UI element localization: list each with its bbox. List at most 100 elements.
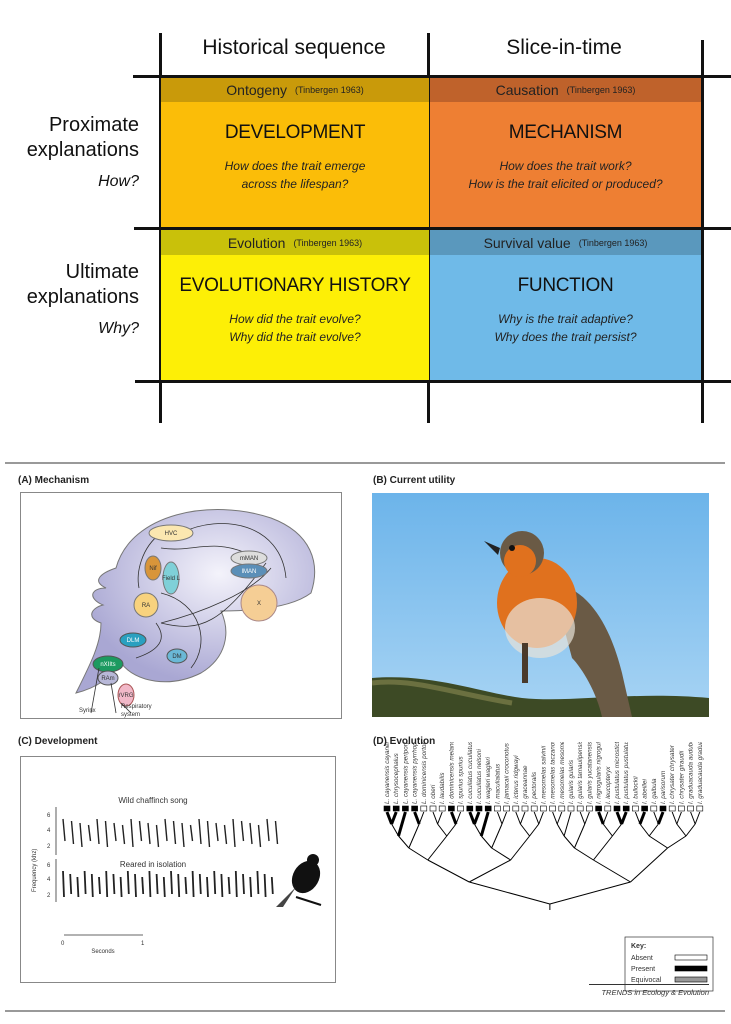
credit-label: TRENDS in Ecology & Evolution xyxy=(589,984,709,997)
legend-swatch xyxy=(674,954,708,961)
robin-bird-image xyxy=(371,531,709,717)
trait-state-box xyxy=(659,805,667,812)
song-syllable xyxy=(170,870,173,895)
tree-branch xyxy=(690,811,696,825)
trait-state-box xyxy=(540,805,547,812)
song-syllable xyxy=(220,873,224,898)
cell-title: EVOLUTIONARY HISTORY xyxy=(179,275,411,296)
species-label: I. spurius spurius xyxy=(458,756,465,804)
tree-branch xyxy=(398,835,410,849)
trait-state-box xyxy=(650,805,658,812)
svg-text:RAm: RAm xyxy=(101,676,114,682)
tree-branch xyxy=(602,823,613,837)
species-label: I. cucullatus nelsoni xyxy=(476,748,483,804)
tree-branch xyxy=(432,811,439,825)
column-header-historical: Historical sequence xyxy=(202,36,386,59)
species-label: I. chrysater giraudii xyxy=(678,750,685,804)
species-label: I. bullockii xyxy=(632,776,639,804)
tree-branch xyxy=(408,823,420,849)
tree-branch xyxy=(639,823,650,837)
tree-branch xyxy=(515,811,521,825)
song-syllable xyxy=(213,870,217,895)
trait-state-box xyxy=(576,805,584,812)
song-syllable xyxy=(249,822,253,845)
svg-text:rVRG: rVRG xyxy=(119,693,134,699)
tree-branch xyxy=(397,811,407,837)
band-label: Causation xyxy=(495,81,559,98)
band-label: Survival value xyxy=(483,234,571,251)
species-label: L. dominicensis portoricensis xyxy=(421,742,428,804)
svg-text:0: 0 xyxy=(61,941,65,947)
species-label: L. cayanensis pyrrhopterus xyxy=(412,742,419,804)
song-syllable xyxy=(257,824,262,848)
cell-title: DEVELOPMENT xyxy=(224,122,366,143)
trait-state-box xyxy=(448,805,455,812)
song-syllable xyxy=(79,822,83,848)
song-syllable xyxy=(96,818,100,845)
species-label: I. dominicensis melanopsis xyxy=(448,742,455,804)
svg-text:6: 6 xyxy=(47,813,51,819)
trait-state-box xyxy=(668,805,676,812)
svg-text:4: 4 xyxy=(47,828,51,834)
tree-branch xyxy=(563,835,575,849)
tree-branch xyxy=(491,847,511,861)
song-syllable xyxy=(141,876,145,895)
grid-line xyxy=(701,40,704,423)
species-label: L. chrysocephalus xyxy=(393,752,400,804)
tree-branch xyxy=(620,811,628,825)
tree-branch xyxy=(533,811,540,825)
trait-state-box xyxy=(613,805,621,812)
tree-branch xyxy=(593,859,631,883)
brain-diagram: HVC Nif Field L mMAN lMAN RA X DLM DM nX… xyxy=(20,492,342,719)
tree-branch xyxy=(563,811,572,837)
tree-branch xyxy=(556,811,563,825)
song-syllable xyxy=(215,822,219,842)
svg-text:HVC: HVC xyxy=(165,531,178,537)
tree-branch xyxy=(549,881,631,905)
tree-branch xyxy=(455,811,462,825)
song-syllable xyxy=(134,873,137,898)
cell-questions: How does the trait work?How is the trait… xyxy=(468,159,663,191)
legend-swatch xyxy=(674,976,708,983)
svg-text:system: system xyxy=(121,712,140,718)
song-syllable xyxy=(112,873,116,895)
song-syllable xyxy=(227,876,231,895)
band-label: Evolution xyxy=(227,234,286,251)
tree-branch xyxy=(449,811,458,825)
svg-text:2: 2 xyxy=(47,893,51,899)
song-syllable xyxy=(242,873,245,895)
tree-branch xyxy=(538,811,544,825)
species-label: I. leucopteryx xyxy=(605,766,612,804)
trait-state-box xyxy=(678,805,685,812)
song-syllable xyxy=(270,876,274,895)
cell-band: Evolution(Tinbergen 1963) xyxy=(161,230,429,255)
tree-branch xyxy=(638,811,647,825)
tree-branch xyxy=(480,835,493,849)
tree-branch xyxy=(656,811,665,825)
song-syllable xyxy=(198,818,202,845)
song-syllable xyxy=(121,824,126,845)
species-label: I. cucullatus cucullatus xyxy=(467,742,474,804)
song-syllable xyxy=(263,873,267,898)
trait-state-box xyxy=(484,805,492,812)
tree-branch xyxy=(593,835,613,861)
trait-state-box xyxy=(632,805,639,812)
tree-branch xyxy=(630,847,668,883)
species-label: I. icterus ridgwayi xyxy=(513,755,520,804)
tree-branch xyxy=(602,811,609,825)
legend-label: Equivocal xyxy=(631,977,662,984)
svg-text:Wild chaffinch song: Wild chaffinch song xyxy=(118,796,187,805)
song-syllable xyxy=(83,870,87,895)
species-label: I. gularis tamaulipensis xyxy=(577,742,584,804)
tree-branch xyxy=(552,811,558,825)
song-syllable xyxy=(87,824,92,842)
song-syllable xyxy=(266,818,270,842)
panel-title-a: (A) Mechanism xyxy=(18,475,90,486)
tree-branch xyxy=(529,823,540,837)
species-label: I. mesomelas salvinii xyxy=(540,745,547,804)
panel-title-c: (C) Development xyxy=(18,736,98,747)
cell-development: Ontogeny(Tinbergen 1963) DEVELOPMENT How… xyxy=(161,77,429,227)
song-syllable xyxy=(62,818,66,842)
svg-text:Reared in isolation: Reared in isolation xyxy=(120,860,186,869)
